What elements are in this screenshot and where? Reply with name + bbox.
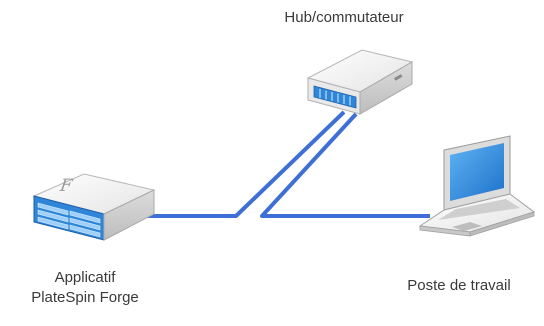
switch-icon (306, 49, 414, 115)
laptop-icon (418, 135, 536, 237)
appliance-label: Applicatif PlateSpin Forge (0, 268, 170, 308)
appliance-label-line1: Applicatif (54, 269, 116, 286)
connection-links (146, 110, 430, 218)
appliance-label-line2: PlateSpin Forge (31, 289, 139, 306)
appliance-icon (32, 173, 156, 241)
hub-label: Hub/commutateur (284, 9, 404, 26)
link-hub-workstation (260, 112, 430, 218)
link-appliance-hub (146, 110, 346, 218)
workstation-label: Poste de travail (407, 277, 511, 294)
